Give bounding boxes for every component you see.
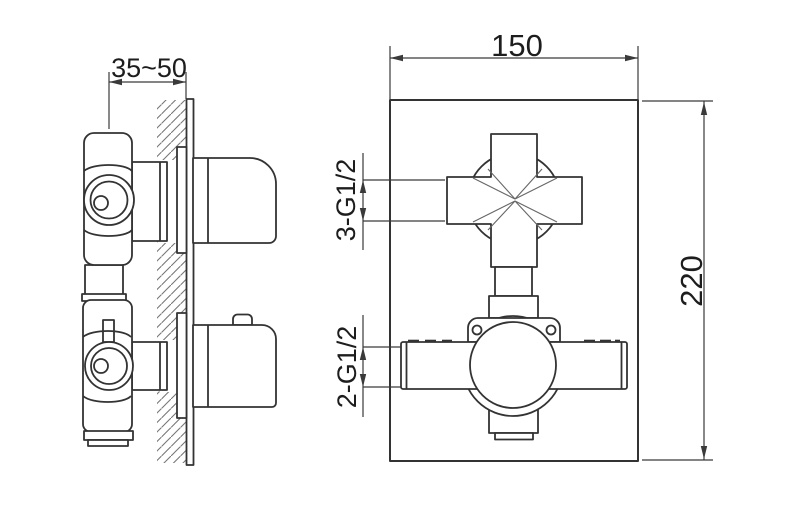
lower-boss-arc-top [82, 330, 132, 338]
trim-plate-side [185, 98, 195, 466]
label-top-connections-text: 3-G1/2 [331, 159, 361, 242]
dimension-plate-width: 150 [389, 28, 639, 99]
front-view [389, 99, 639, 462]
dimension-install-depth: 35~50 [108, 53, 187, 129]
upper-side-port-hole [93, 195, 109, 211]
cross-handle [446, 133, 583, 268]
mixer-stem-top [494, 266, 533, 297]
thermostat-handle-side [192, 157, 277, 244]
dimension-install-depth-text: 35~50 [111, 53, 187, 83]
label-bottom-connections: 2-G1/2 [332, 315, 401, 417]
bracket-screw-hole-right [545, 324, 557, 336]
dimension-plate-width-text: 150 [491, 28, 543, 63]
lower-cartridge-side [131, 341, 168, 391]
upper-boss-arc-bottom [83, 229, 133, 237]
upper-boss-arc-top [83, 164, 133, 172]
dimensions: 35~50 150 220 3-G1/2 [108, 28, 713, 461]
lower-side-port-ring [90, 347, 128, 385]
bottom-outlet-cap [87, 439, 129, 447]
connector-pipe-side [84, 264, 124, 297]
side-view [81, 98, 277, 466]
lower-side-port-hole [93, 358, 109, 374]
upper-cartridge-side [131, 161, 168, 242]
bottom-outlet-flange [83, 430, 134, 441]
cross-handle-grip-lines [472, 168, 558, 231]
mixer-knob-circle [469, 321, 557, 409]
dimension-plate-height: 220 [642, 100, 713, 461]
bracket-screw-hole-left [471, 324, 483, 336]
label-top-connections: 3-G1/2 [331, 153, 445, 250]
label-bottom-connections-text: 2-G1/2 [332, 326, 362, 409]
diverter-handle-side [192, 324, 277, 408]
mounting-flange-upper [176, 146, 188, 254]
mixer-collar [488, 295, 539, 319]
lower-boss-arc-bottom [82, 395, 132, 403]
diverter-button-side [232, 313, 253, 326]
dimension-plate-height-text: 220 [674, 255, 709, 307]
mounting-flange-lower [176, 312, 188, 419]
mixer-bottom-cap [494, 432, 534, 441]
